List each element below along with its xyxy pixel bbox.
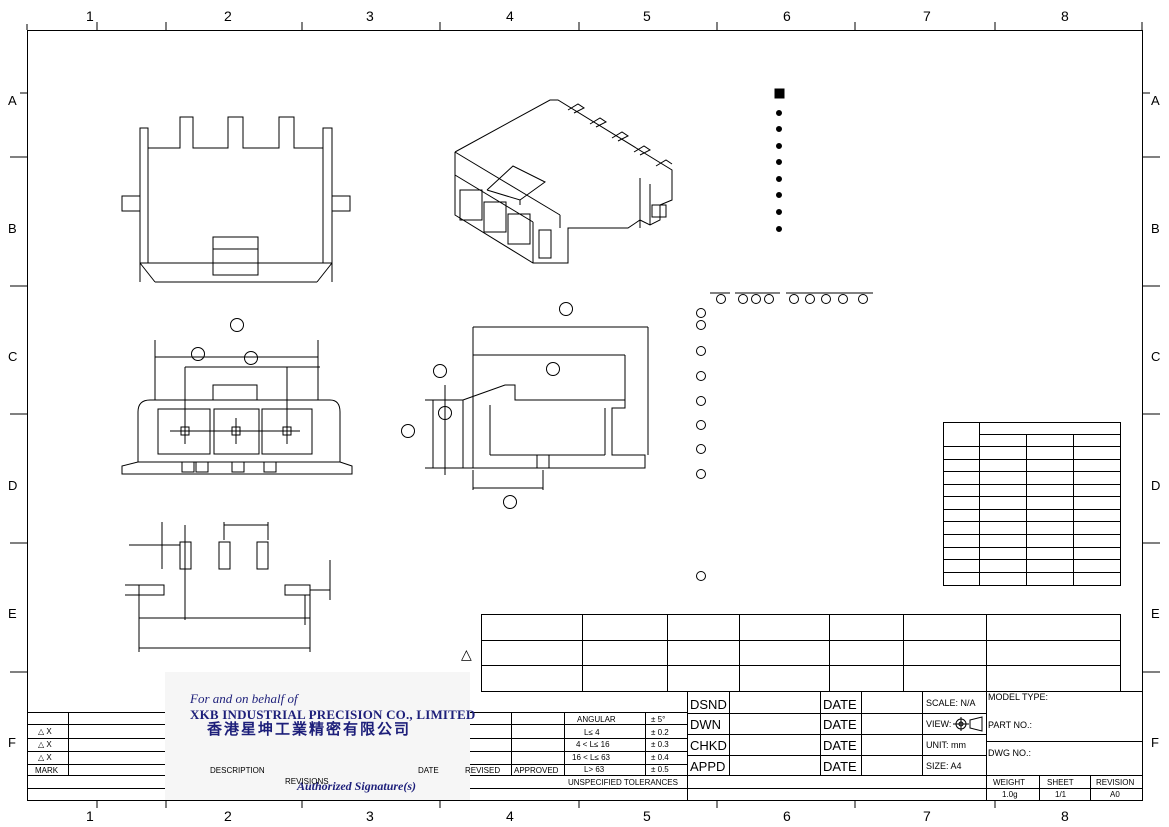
sheet-label: SHEET <box>1047 778 1074 787</box>
revision-mark-1: △ X <box>38 727 52 736</box>
zone-col-8-bottom: 8 <box>1061 808 1069 824</box>
revision-mark-2: △ X <box>38 740 52 749</box>
signoff-date-label-4: DATE <box>823 759 857 774</box>
revisions-title: REVISIONS <box>285 777 329 786</box>
zone-row-f: F <box>8 735 16 750</box>
scale-label: SCALE: N/A <box>926 698 976 708</box>
unit-label: UNIT: mm <box>926 740 966 750</box>
projection-symbol-icon <box>953 716 983 732</box>
zone-row-d: D <box>8 478 18 493</box>
weight-value: 1.0g <box>1002 790 1018 799</box>
zone-col-8: 8 <box>1061 8 1069 24</box>
zone-row-d-right: D <box>1151 478 1161 493</box>
zone-col-3: 3 <box>366 8 374 24</box>
tolerance-range-2: L≤ 4 <box>584 728 600 737</box>
tolerance-value-4: ± 0.4 <box>651 753 669 762</box>
zone-col-4: 4 <box>506 8 514 24</box>
tolerances-caption: UNSPECIFIED TOLERANCES <box>568 778 678 787</box>
zone-col-4-bottom: 4 <box>506 808 514 824</box>
drawing-border <box>27 30 1143 801</box>
company-name-zh: 香港星坤工業精密有限公司 <box>207 722 412 738</box>
authorized-signature: Authorized Signature(s) <box>297 779 417 793</box>
revision-header-date: DATE <box>418 766 439 775</box>
signoff-role-dsnd: DSND <box>690 697 727 712</box>
sheet-value: 1/1 <box>1055 790 1067 799</box>
revision-header-revised: REVISED <box>465 766 501 775</box>
company-name-en: XKB INDUSTRIAL PRECISION CO., LIMITED <box>190 707 476 722</box>
zone-row-c: C <box>8 349 18 364</box>
zone-row-e: E <box>8 606 17 621</box>
pcb-layout <box>125 522 331 652</box>
zone-row-e-right: E <box>1151 606 1160 621</box>
zone-ticks <box>10 22 1160 808</box>
front-view <box>121 116 351 283</box>
zone-row-b-right: B <box>1151 221 1160 236</box>
signoff-date-label-1: DATE <box>823 697 857 712</box>
revision-header-mark: MARK <box>35 766 59 775</box>
dimension-table <box>943 422 1121 586</box>
revision-triangle: △ <box>461 646 472 662</box>
notes-table <box>481 614 1121 692</box>
zone-row-b: B <box>8 221 17 236</box>
top-view <box>121 318 353 475</box>
tolerance-range-5: L> 63 <box>584 765 605 774</box>
weight-label: WEIGHT <box>993 778 1025 787</box>
view-label: VIEW: <box>926 719 952 729</box>
tolerance-value-5: ± 0.5 <box>651 765 669 774</box>
zone-col-7: 7 <box>923 8 931 24</box>
zone-col-1-bottom: 1 <box>86 808 94 824</box>
model-type-label: MODEL TYPE: <box>988 692 1049 702</box>
signature-stamp <box>165 672 470 800</box>
zone-row-a: A <box>8 93 17 108</box>
zone-col-6: 6 <box>783 8 791 24</box>
zone-col-2: 2 <box>224 8 232 24</box>
tolerance-value-2: ± 0.2 <box>651 728 669 737</box>
zone-col-7-bottom: 7 <box>923 808 931 824</box>
isometric-view <box>454 99 673 264</box>
zone-col-6-bottom: 6 <box>783 808 791 824</box>
revision-mark-3: △ X <box>38 753 52 762</box>
tolerance-range-4: 16 < L≤ 63 <box>572 753 610 762</box>
zone-col-1: 1 <box>86 8 94 24</box>
size-label: SIZE: A4 <box>926 761 962 771</box>
zone-row-f-right: F <box>1151 735 1159 750</box>
company-behalf-line: For and on behalf of <box>190 691 298 706</box>
signoff-role-chkd: CHKD <box>690 738 727 753</box>
zone-row-a-right: A <box>1151 93 1160 108</box>
revision-value: A0 <box>1110 790 1120 799</box>
zone-col-5: 5 <box>643 8 651 24</box>
signoff-role-appd: APPD <box>690 759 726 774</box>
signoff-date-label-2: DATE <box>823 717 857 732</box>
tolerance-range-1: ANGULAR <box>577 715 616 724</box>
balloon-markers <box>696 88 873 581</box>
tolerance-value-3: ± 0.3 <box>651 740 669 749</box>
part-no-label: PART NO.: <box>988 720 1033 730</box>
signoff-date-label-3: DATE <box>823 738 857 753</box>
dwg-no-label: DWG NO.: <box>988 748 1031 758</box>
revision-header-approved: APPROVED <box>514 766 559 775</box>
revision-header-description: DESCRIPTION <box>210 766 265 775</box>
revision-label: REVISION <box>1096 778 1135 787</box>
zone-col-5-bottom: 5 <box>643 808 651 824</box>
zone-col-2-bottom: 2 <box>224 808 232 824</box>
zone-col-3-bottom: 3 <box>366 808 374 824</box>
side-view <box>401 302 649 509</box>
tolerance-value-1: ± 5° <box>651 715 666 724</box>
signoff-role-dwn: DWN <box>690 717 722 732</box>
zone-row-c-right: C <box>1151 349 1161 364</box>
tolerance-range-3: 4 < L≤ 16 <box>576 740 610 749</box>
